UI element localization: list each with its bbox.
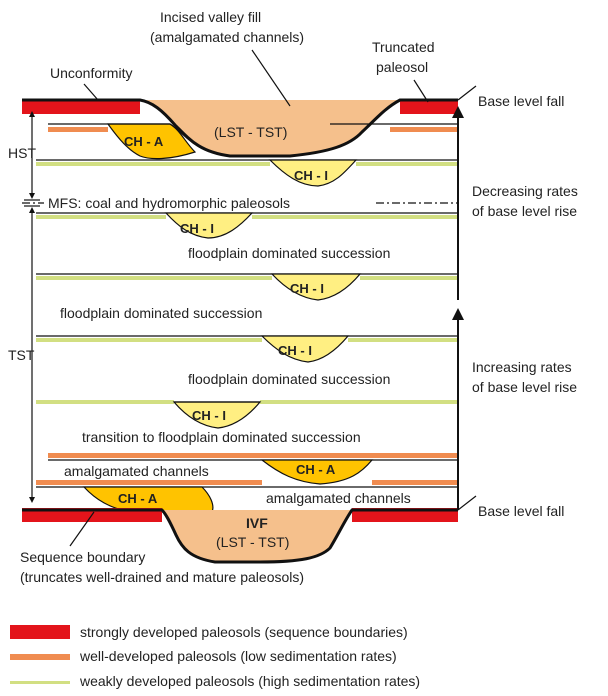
weak-paleosol-2-left: [36, 215, 166, 219]
decreasing-label-1: Decreasing rates: [472, 183, 578, 199]
floodplain-label-3: floodplain dominated succession: [188, 371, 390, 387]
top-ivf-fill: [140, 100, 400, 156]
ivf-title-2: (amalgamated channels): [150, 29, 304, 45]
base-level-fall-bottom-label: Base level fall: [478, 503, 564, 519]
transition-label: transition to floodplain dominated succe…: [82, 429, 361, 445]
ch-i-channel-1: [268, 159, 358, 187]
floodplain-label-2: floodplain dominated succession: [60, 305, 262, 321]
ch-a-channel-mid: [260, 459, 374, 485]
ivf-title-leader: [251, 49, 291, 107]
base-level-fall-pointer-bottom: [457, 495, 477, 511]
ch-i-label-1: CH - I: [294, 168, 328, 183]
legend-label-weak: weakly developed paleosols (high sedimen…: [79, 673, 420, 689]
truncated-label-2: paleosol: [376, 59, 428, 75]
well-paleosol-mid-lower: [36, 480, 262, 485]
top-strong-paleosol-left: [22, 100, 140, 114]
top-ch-a-channel: [106, 123, 197, 160]
weak-paleosol-1-left: [36, 162, 270, 166]
decreasing-label-2: of base level rise: [472, 203, 577, 219]
well-paleosol-mid-lower-right: [372, 480, 458, 485]
ivf-label: IVF: [246, 515, 268, 531]
amalgamated-label-1: amalgamated channels: [64, 463, 209, 479]
legend-swatch-weak: [10, 681, 70, 684]
bottom-ivf-fill: [162, 510, 352, 562]
top-well-paleosol-right: [390, 127, 458, 132]
ch-a-label-mid: CH - A: [296, 462, 336, 477]
bottom-lst-tst-label: (LST - TST): [216, 534, 289, 550]
top-ivf-base-line: [169, 123, 211, 153]
weak-paleosol-3-right: [360, 276, 458, 280]
ch-i-channel-2: [164, 212, 254, 239]
weak-paleosol-5-right: [260, 400, 458, 404]
legend: strongly developed paleosols (sequence b…: [10, 624, 420, 689]
weak-paleosol-2-right: [252, 215, 458, 219]
top-lst-tst-label: (LST - TST): [214, 124, 287, 140]
ch-i-label-4: CH - I: [278, 343, 312, 358]
legend-label-well: well-developed paleosols (low sedimentat…: [79, 648, 397, 664]
weak-paleosol-1-right: [356, 162, 458, 166]
unconformity-leader: [83, 83, 99, 101]
weak-paleosol-4-right: [348, 338, 458, 342]
top-well-paleosol-left: [48, 127, 108, 132]
ch-i-channel-5: [172, 401, 262, 429]
increasing-label-1: Increasing rates: [472, 359, 572, 375]
ch-i-channel-3: [270, 273, 362, 301]
sequence-boundary-label-1: Sequence boundary: [20, 549, 145, 565]
amalgamated-label-2: amalgamated channels: [266, 490, 411, 506]
tst-label: TST: [8, 347, 35, 363]
sequence-boundary-leader: [69, 511, 95, 547]
weak-paleosol-3-left: [36, 276, 272, 280]
ch-i-label-3: CH - I: [290, 281, 324, 296]
legend-label-strong: strongly developed paleosols (sequence b…: [80, 624, 408, 640]
sequence-boundary-surface: [22, 508, 458, 564]
hst-label: HST: [8, 145, 36, 161]
mfs-label: MFS: coal and hydromorphic paleosols: [48, 195, 290, 211]
floodplain-label-1: floodplain dominated succession: [188, 245, 390, 261]
well-paleosol-mid-upper: [48, 453, 458, 458]
top-strong-paleosol-right: [400, 100, 458, 114]
ch-i-label-2: CH - I: [180, 221, 214, 236]
base-level-fall-top-label: Base level fall: [478, 93, 564, 109]
weak-paleosol-4-left: [36, 338, 262, 342]
truncated-leader: [413, 79, 429, 103]
ch-a-label-low: CH - A: [118, 491, 158, 506]
unconformity-surface: [22, 98, 458, 158]
legend-swatch-well: [10, 654, 70, 660]
weak-paleosol-5-left: [36, 400, 174, 404]
unconformity-label: Unconformity: [50, 65, 132, 81]
ch-i-channel-4: [260, 335, 350, 363]
truncated-label-1: Truncated: [372, 39, 435, 55]
ch-i-label-5: CH - I: [192, 408, 226, 423]
sequence-boundary-label-2: (truncates well-drained and mature paleo…: [20, 569, 304, 585]
top-ch-a-label: CH - A: [124, 134, 164, 149]
base-level-fall-pointer-top: [457, 85, 477, 101]
legend-swatch-strong: [10, 625, 70, 639]
ivf-title-1: Incised valley fill: [160, 9, 261, 25]
increasing-label-2: of base level rise: [472, 379, 577, 395]
